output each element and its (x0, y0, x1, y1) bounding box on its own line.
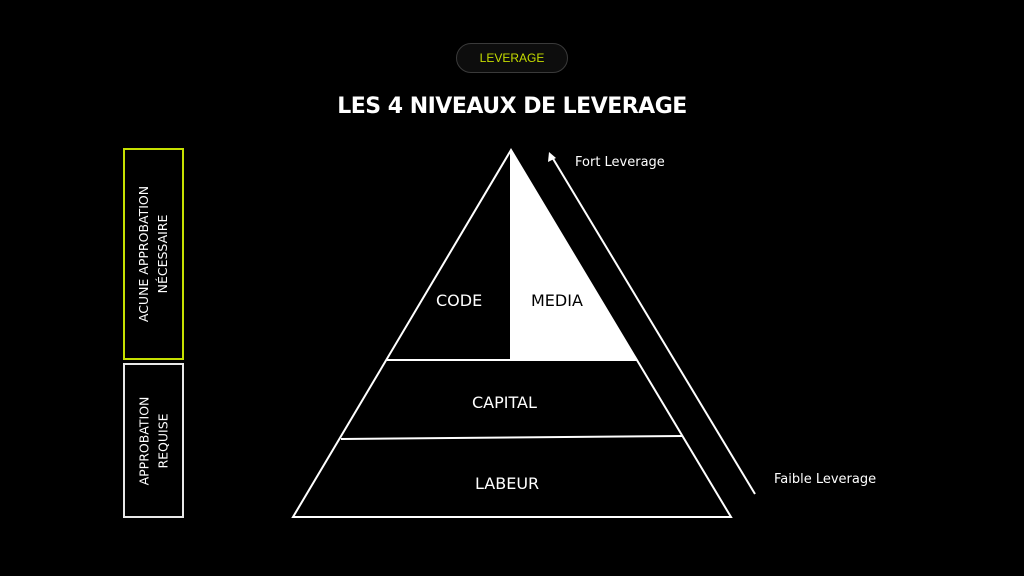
tier-code: CODE (436, 291, 483, 310)
leverage-arrow-icon (548, 152, 756, 495)
badge-label: LEVERAGE (479, 51, 545, 65)
tier-media: MEDIA (531, 291, 583, 310)
leverage-badge: LEVERAGE (456, 43, 568, 73)
high-leverage-label: Fort Leverage (575, 155, 665, 170)
low-leverage-label: Faible Leverage (774, 472, 877, 487)
page-title: LES 4 NIVEAUX DE LEVERAGE (337, 94, 687, 119)
capital-divider (340, 435, 684, 440)
tier-capital: CAPITAL (472, 393, 537, 412)
pyramid-outline (291, 148, 733, 518)
tier-labeur: LABEUR (475, 474, 540, 493)
